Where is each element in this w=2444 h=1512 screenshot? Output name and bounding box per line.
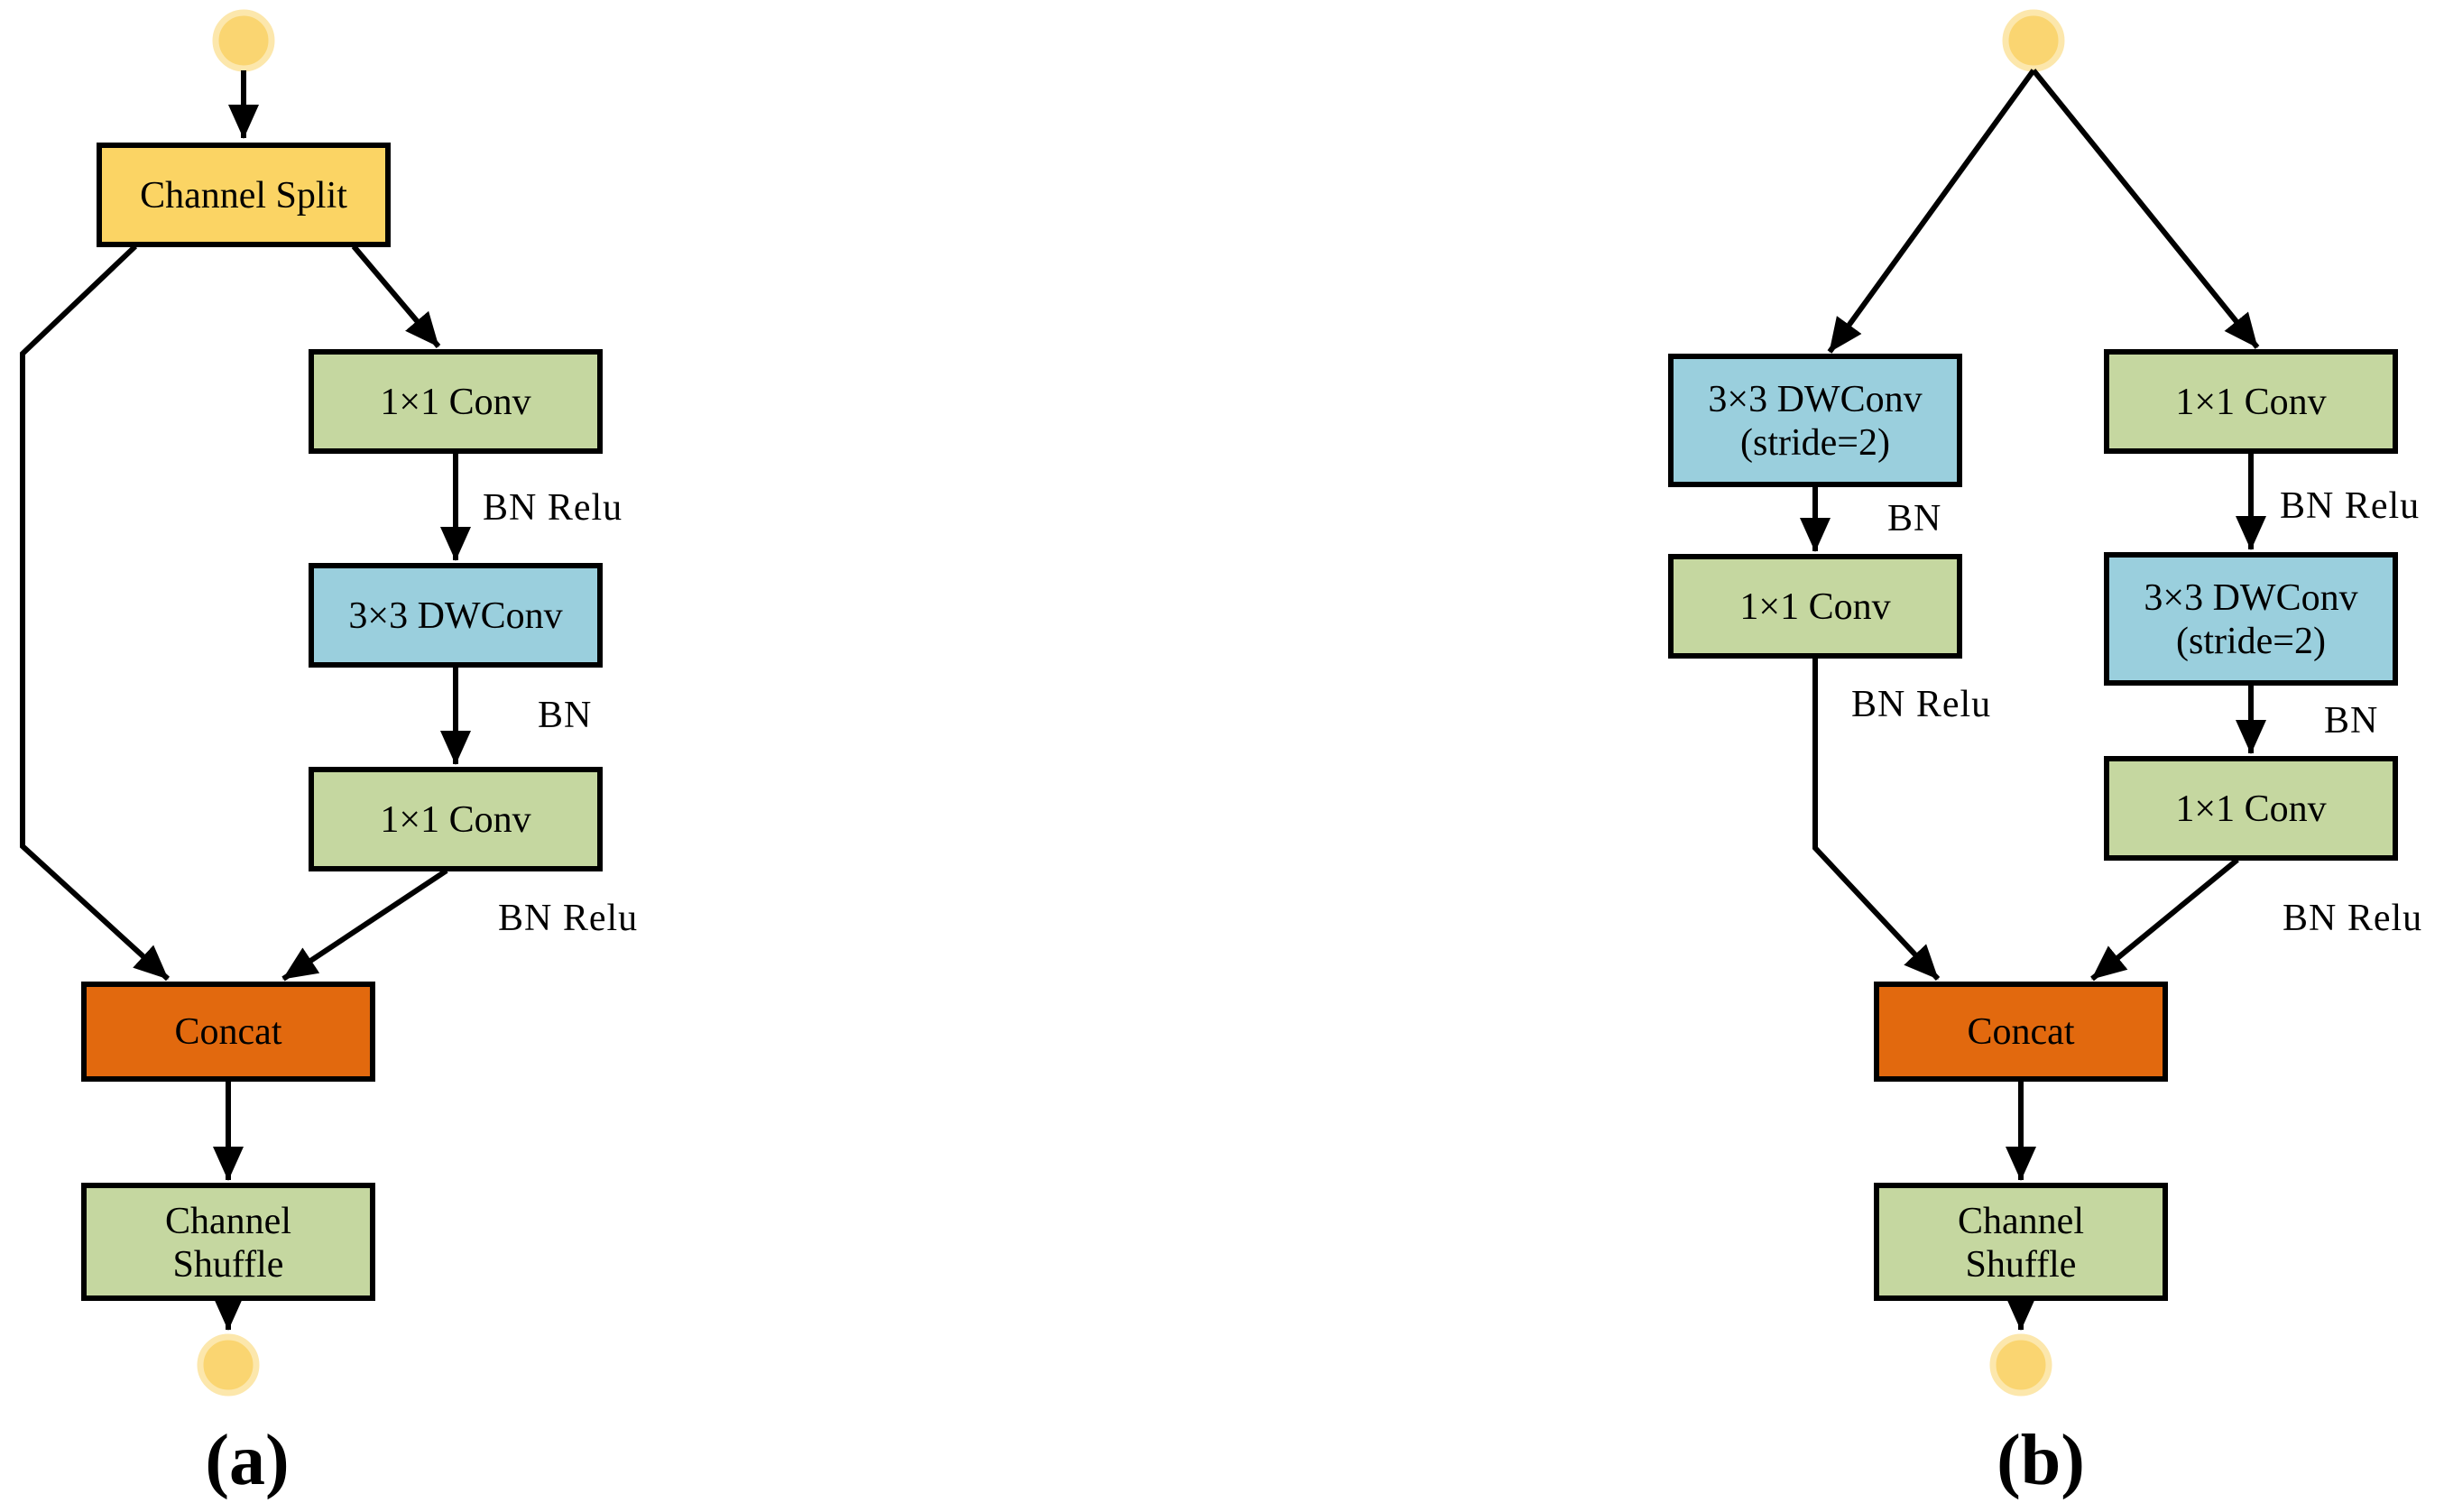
b-conv-right1-label: 1×1 Conv	[2175, 382, 2326, 423]
b-input-node	[2002, 9, 2065, 72]
a-channel-split-box	[97, 143, 391, 247]
a-conv2-box	[309, 767, 603, 871]
a-conv1-label: 1×1 Conv	[380, 382, 530, 423]
a-bn-label: BN	[538, 695, 592, 736]
b-conv-right2-box	[2104, 756, 2398, 861]
b-edge-conv-right2-to-concat	[2090, 857, 2239, 982]
b-conv-left-label: 1×1 Conv	[1739, 586, 1890, 628]
b-conv-right1-box	[2104, 349, 2398, 454]
b-edge-input-to-dwconv-left	[1827, 69, 2036, 354]
a-channel-split-label: Channel Split	[140, 175, 347, 217]
a-concat-label: Concat	[175, 1011, 282, 1053]
b-bn-label-right: BN	[2324, 700, 2378, 742]
b-edge-conv-left-to-concat	[1812, 656, 1941, 982]
a-caption: (a)	[205, 1421, 289, 1500]
b-edge-input-to-conv-right	[2031, 69, 2260, 349]
a-conv2-label: 1×1 Conv	[380, 799, 530, 841]
a-channel-shuffle-box	[81, 1183, 375, 1301]
b-dwconv-right-label-line2: (stride=2)	[2176, 621, 2326, 662]
b-caption: (b)	[1997, 1421, 2085, 1500]
a-dwconv-box	[309, 563, 603, 668]
b-conv-left-box	[1668, 554, 1962, 659]
a-channel-shuffle-label-line2: Shuffle	[173, 1244, 284, 1286]
a-edge-bypass-to-concat	[20, 244, 171, 982]
b-channel-shuffle-label-line1: Channel	[1958, 1201, 2084, 1242]
b-bn-relu-label-left: BN Relu	[1851, 684, 1991, 725]
a-input-node	[212, 9, 275, 72]
a-dwconv-label: 3×3 DWConv	[348, 595, 562, 637]
a-conv1-box	[309, 349, 603, 454]
a-bn-relu-label-2: BN Relu	[498, 898, 638, 939]
b-output-node	[1989, 1333, 2052, 1397]
b-dwconv-left-box	[1668, 354, 1962, 487]
b-dwconv-right-label-line1: 3×3 DWConv	[2144, 577, 2357, 619]
b-conv-right2-label: 1×1 Conv	[2175, 788, 2326, 830]
b-bn-relu-label-right1: BN Relu	[2280, 485, 2420, 527]
b-dwconv-right-box	[2104, 552, 2398, 686]
panel-b: 3×3 DWConv (stride=2) BN 1×1 Conv BN Rel…	[1668, 9, 2422, 1500]
b-bn-relu-label-right2: BN Relu	[2283, 898, 2422, 939]
b-bn-label-left: BN	[1887, 498, 1941, 539]
b-dwconv-left-label-line2: (stride=2)	[1740, 422, 1890, 464]
b-concat-label: Concat	[1968, 1011, 2075, 1053]
a-bn-relu-label-1: BN Relu	[483, 487, 623, 529]
panel-a: Channel Split 1×1 Conv BN Relu 3×3 DWCon…	[20, 9, 638, 1500]
a-output-node	[197, 1333, 260, 1397]
a-channel-shuffle-label-line1: Channel	[165, 1201, 291, 1242]
a-edge-conv2-to-concat	[281, 868, 448, 982]
b-channel-shuffle-label-line2: Shuffle	[1966, 1244, 2077, 1286]
b-dwconv-left-label-line1: 3×3 DWConv	[1708, 379, 1922, 420]
a-edge-split-to-conv1	[351, 244, 441, 348]
